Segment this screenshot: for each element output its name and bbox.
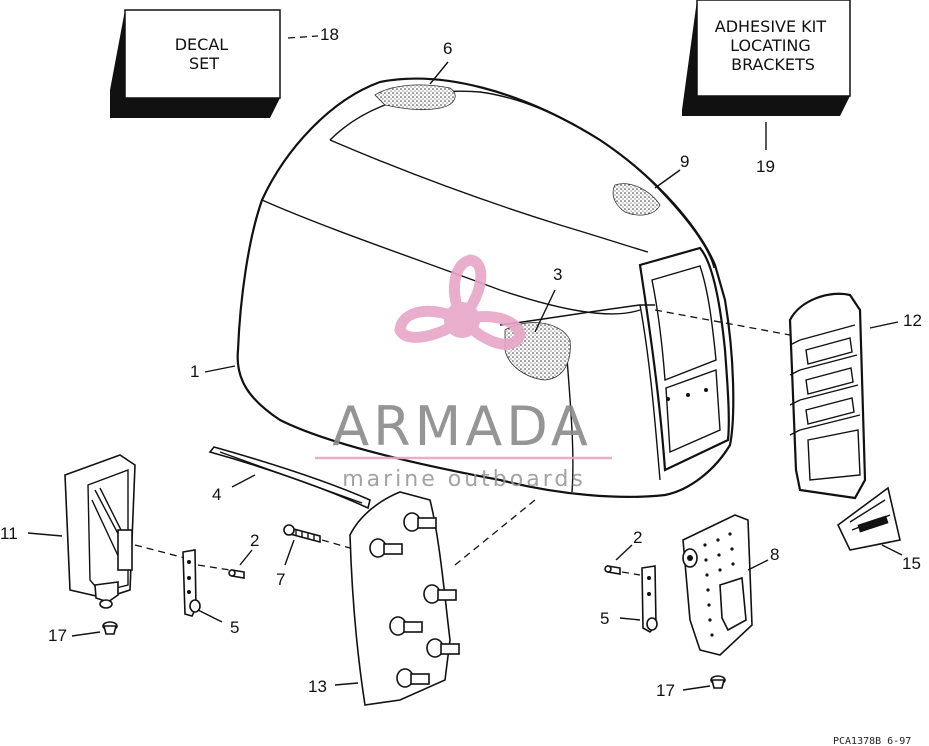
callout-6: 6: [443, 39, 452, 58]
callout-1: 1: [190, 362, 199, 381]
leader-5b: [619, 617, 641, 621]
leader-grill-line: [654, 309, 791, 336]
decal-6-patch: [374, 84, 456, 111]
callout-12: 12: [903, 311, 922, 330]
watermark: ARMADA marine outboards: [315, 254, 612, 492]
engine-cover: [236, 77, 735, 498]
callout-15: 15: [902, 554, 921, 573]
callout-2a: 2: [250, 531, 259, 550]
leader-2b-dash: [621, 571, 641, 576]
grommet-right: [710, 675, 726, 689]
adhesive-kit-box: ADHESIVE KIT LOCATING BRACKETS: [682, 0, 851, 116]
callout-11: 11: [0, 524, 18, 543]
label-plate: [836, 486, 901, 551]
callout-13: 13: [308, 677, 327, 696]
leader-7: [284, 539, 295, 566]
callout-4: 4: [212, 485, 221, 504]
callout-17b: 17: [656, 681, 675, 700]
latch-clip-right: [641, 565, 658, 634]
screw-right: [604, 565, 621, 575]
grommet-left: [102, 621, 118, 635]
callout-18: 18: [320, 25, 339, 44]
leader-5a: [197, 609, 223, 623]
propeller-logo-icon: [394, 254, 526, 350]
leader-1: [204, 365, 236, 373]
adhesive-kit-label: ADHESIVE KIT LOCATING BRACKETS: [715, 17, 832, 74]
leader-11: [27, 532, 63, 537]
bolt: [283, 524, 321, 544]
figure-code: PCA1378B 6-97: [833, 736, 911, 746]
leader-7-dash: [321, 539, 351, 549]
adhesive-kit-line-2: LOCATING: [730, 36, 811, 55]
seal-strip: [208, 446, 371, 510]
mount-studs: [369, 512, 460, 688]
watermark-brand: ARMADA: [332, 395, 592, 458]
leader-2b: [615, 544, 633, 561]
cover-rivet-icon: [704, 388, 708, 392]
callout-5b: 5: [600, 609, 609, 628]
callout-8: 8: [770, 545, 779, 564]
latch-clip-left: [182, 549, 201, 617]
callout-17a: 17: [48, 626, 67, 645]
leader-2a-dash: [197, 564, 231, 571]
leader-plate-dash: [454, 499, 536, 566]
leader-8: [747, 559, 769, 571]
leader-6: [429, 61, 449, 85]
cover-rivet-icon: [666, 397, 670, 401]
leader-9: [654, 169, 681, 189]
leader-17b: [682, 685, 711, 691]
decal-9-patch: [612, 183, 661, 216]
leader-13: [334, 682, 359, 686]
leader-2a: [239, 549, 253, 566]
callout-7: 7: [276, 570, 285, 589]
callout-2b: 2: [633, 528, 642, 547]
decal-set-line-2: SET: [189, 54, 219, 73]
latch-plate: [682, 514, 753, 656]
leader-11-dash: [134, 544, 186, 559]
leader-17a: [71, 631, 101, 637]
adhesive-kit-line-1: ADHESIVE KIT: [715, 17, 827, 36]
decal-set-label: DECAL SET: [175, 35, 234, 73]
decal-set-line-1: DECAL: [175, 35, 229, 54]
watermark-tagline: marine outboards: [342, 467, 586, 492]
leader-12: [869, 321, 899, 329]
bracket-screw-icon: [99, 599, 113, 609]
adhesive-kit-line-3: BRACKETS: [731, 55, 815, 74]
callout-3: 3: [553, 265, 562, 284]
callout-9: 9: [680, 152, 689, 171]
leader-4: [231, 474, 256, 488]
rear-grill: [788, 292, 867, 500]
callout-5a: 5: [230, 618, 239, 637]
left-bracket: [64, 454, 136, 609]
leader-18: [287, 35, 319, 39]
callout-19: 19: [756, 157, 775, 176]
screw-left: [228, 569, 245, 579]
decal-set-box: DECAL SET: [110, 9, 281, 118]
leader-15: [881, 544, 903, 556]
mount-plate: [349, 491, 460, 706]
leader-3: [534, 289, 556, 333]
cover-rivet-icon: [686, 393, 690, 397]
latch-plate-holes: [703, 532, 735, 637]
